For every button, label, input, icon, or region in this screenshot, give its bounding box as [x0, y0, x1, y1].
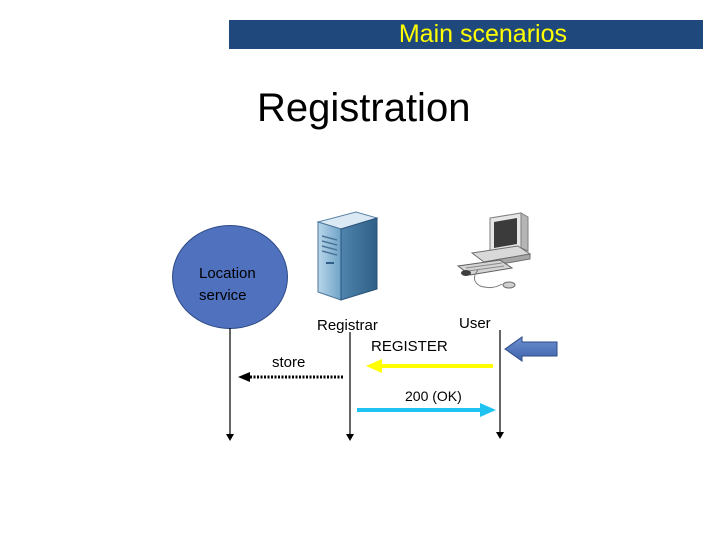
location-service-node: Location service	[172, 225, 288, 329]
user-label: User	[459, 315, 491, 332]
lifeline-location	[226, 328, 234, 441]
ok-arrow	[357, 403, 496, 417]
register-label: REGISTER	[371, 338, 448, 355]
store-arrow	[238, 372, 343, 382]
store-label: store	[272, 354, 306, 371]
registrar-label: Registrar	[317, 317, 378, 334]
location-service-label: Location service	[199, 265, 256, 304]
workstation-icon	[456, 212, 532, 289]
lifeline-registrar	[346, 332, 354, 441]
incoming-arrow-icon	[504, 336, 558, 362]
server-icon	[316, 211, 379, 301]
header-banner: Main scenarios	[229, 20, 703, 49]
lifeline-user	[496, 330, 504, 439]
banner-title: Main scenarios	[398, 20, 567, 48]
slide-title: Registration	[257, 86, 471, 130]
register-arrow	[366, 359, 493, 373]
ok-label: 200 (OK)	[405, 388, 462, 404]
